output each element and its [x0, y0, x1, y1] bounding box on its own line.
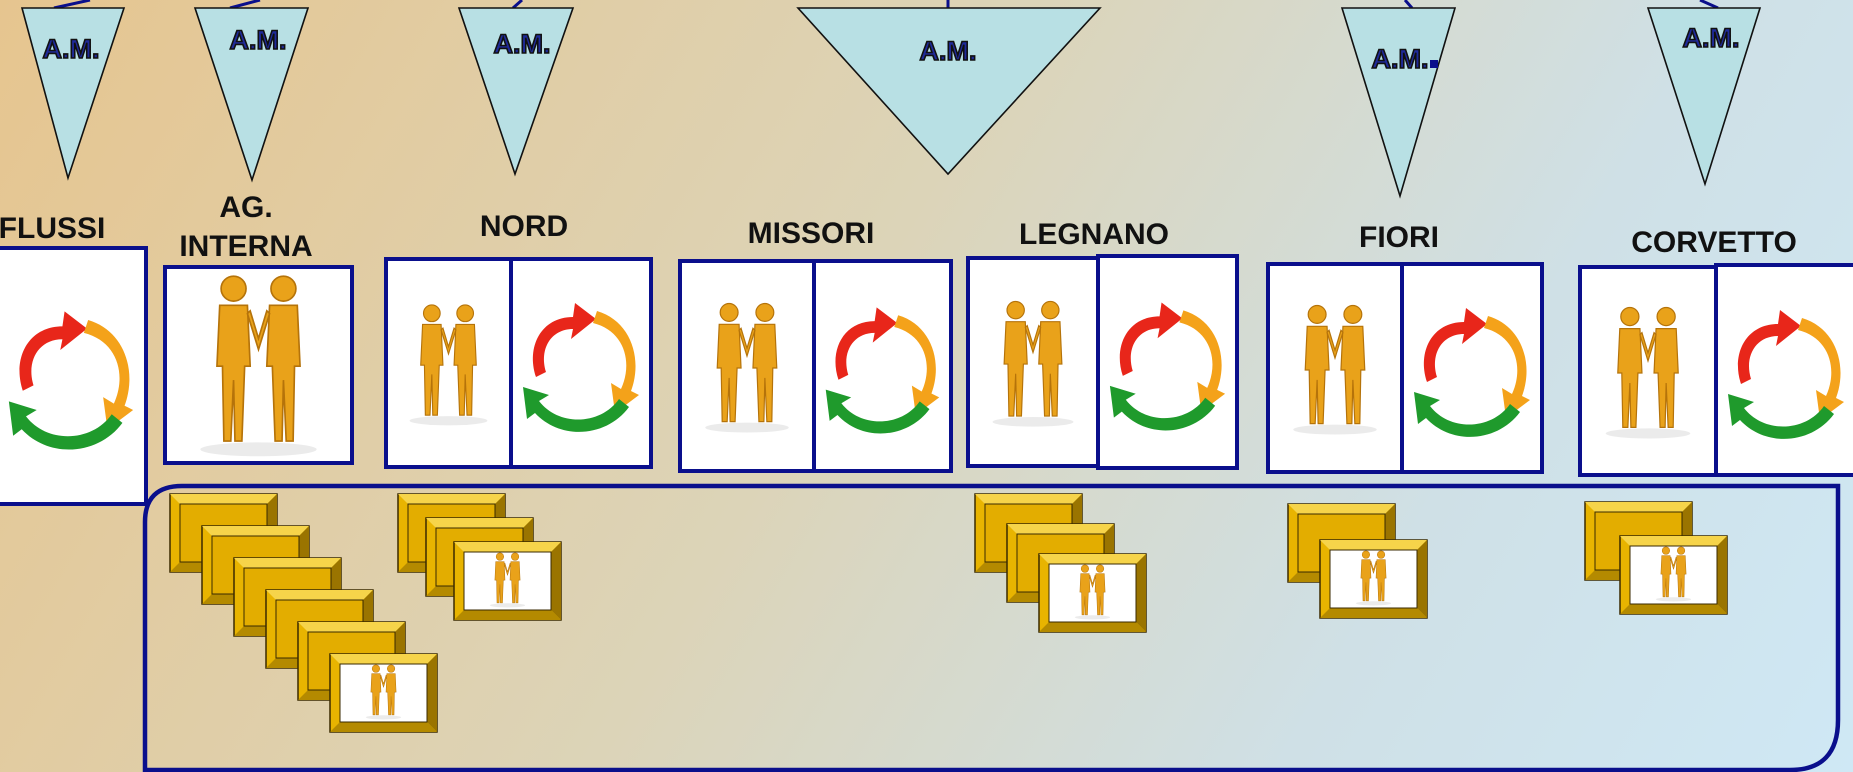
branch-label-ag-line1: AG. [219, 191, 272, 224]
am-triangle-flussi: A.M. [20, 7, 126, 181]
connector-lines [53, 0, 1719, 10]
am-label: A.M. [1683, 23, 1740, 53]
gold-frame [453, 541, 562, 621]
am-triangle-corvetto: A.M. [1646, 7, 1762, 187]
office-stack [169, 493, 438, 733]
office-stack [974, 493, 1147, 633]
flow-arrows-card [812, 259, 953, 473]
flow-arrows-card [1096, 254, 1239, 470]
branch-label-corvetto: CORVETTO [1631, 226, 1797, 259]
flow-arrows-card [1400, 262, 1544, 474]
am-triangle-missori: A.M. [796, 7, 1102, 176]
branch-label-fiori: FIORI [1359, 221, 1439, 254]
branch-label-ag-line2: INTERNA [179, 230, 312, 263]
branch-label-flussi: FLUSSI [0, 212, 105, 245]
gold-frame [329, 653, 438, 733]
am-label: A.M. [920, 36, 977, 66]
am-triangles: A.M. A.M. A.M. A.M. A.M. A.M. [20, 7, 1762, 199]
partnership-card [966, 256, 1100, 468]
am-label: A.M. [43, 34, 100, 64]
branch-label-nord: NORD [480, 210, 568, 243]
gold-frame [1619, 535, 1728, 615]
am-label: A.M. [230, 25, 287, 55]
flow-arrows-card [1714, 263, 1853, 477]
branch-labels: FLUSSI AG. INTERNA NORD MISSORI LEGNANO … [0, 191, 1797, 263]
flow-arrows-card [0, 246, 148, 506]
am-label: A.M. [494, 29, 551, 59]
gold-frame [1038, 553, 1147, 633]
office-stack [1584, 501, 1728, 615]
partnership-card [1266, 262, 1404, 474]
office-stacks [169, 493, 1728, 733]
partnership-card [384, 257, 513, 469]
branch-cards [0, 246, 1853, 506]
gold-frame [1319, 539, 1428, 619]
partnership-card [163, 265, 354, 465]
am-triangle-ag-interna: A.M. [193, 7, 310, 183]
am-triangle-nord: A.M. [457, 7, 575, 177]
office-stack [397, 493, 562, 621]
office-stack [1287, 503, 1428, 619]
branch-label-legnano: LEGNANO [1019, 218, 1169, 251]
am-triangle-fiori: A.M. [1340, 7, 1457, 199]
branch-label-missori: MISSORI [748, 217, 875, 250]
partnership-card [1578, 265, 1718, 477]
am-label: A.M. [1372, 44, 1429, 74]
partnership-card [678, 259, 816, 473]
flow-arrows-card [509, 257, 653, 469]
